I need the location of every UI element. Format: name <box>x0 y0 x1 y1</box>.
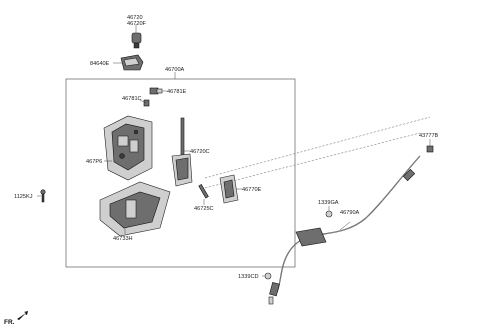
leader-46781c <box>139 99 147 104</box>
shift-boot-part <box>120 54 144 71</box>
shift-cable-part <box>268 155 421 305</box>
detent-spring-part <box>149 87 163 95</box>
label-1125kj: 1125KJ <box>14 194 33 200</box>
label-467p6: 467P6 <box>86 159 102 165</box>
cable-routing-line <box>204 116 431 179</box>
label-43777b: 43777B <box>419 133 439 139</box>
shift-lever-part <box>171 117 193 187</box>
label-46781c: 46781C <box>122 96 142 102</box>
shift-pin-part <box>198 184 209 199</box>
label-46733h: 46733H <box>113 236 133 242</box>
bolt-part <box>40 189 46 203</box>
front-direction-icon <box>17 311 28 320</box>
lever-base-part <box>99 181 171 237</box>
label-46790a: 46790A <box>340 210 360 216</box>
leader-46790a <box>339 221 351 231</box>
label-1339cd: 1339CD <box>238 274 259 280</box>
label-46725c: 46725C <box>194 206 214 212</box>
label-46781e: 46781E <box>167 89 187 95</box>
label-46720: 46720 <box>127 15 143 21</box>
cable-clip-part <box>426 145 434 153</box>
label-1339ga: 1339GA <box>318 200 339 206</box>
assembly-frame <box>65 78 296 268</box>
label-46700a: 46700A <box>165 67 185 73</box>
label-84640e: 84640E <box>90 61 110 67</box>
detent-pin-part <box>143 99 150 107</box>
shift-bracket-part <box>219 174 239 204</box>
cable-routing-line-lower <box>204 132 421 189</box>
label-46720c: 46720C <box>190 149 210 155</box>
label-46720f: 46720F <box>127 21 147 27</box>
lever-housing-part <box>103 115 153 181</box>
nut-part <box>325 210 333 218</box>
label-46770e: 46770E <box>242 187 262 193</box>
label-fr: FR. <box>4 319 15 326</box>
bolt-1339cd-part <box>264 272 272 280</box>
shift-knob-part <box>131 32 142 49</box>
